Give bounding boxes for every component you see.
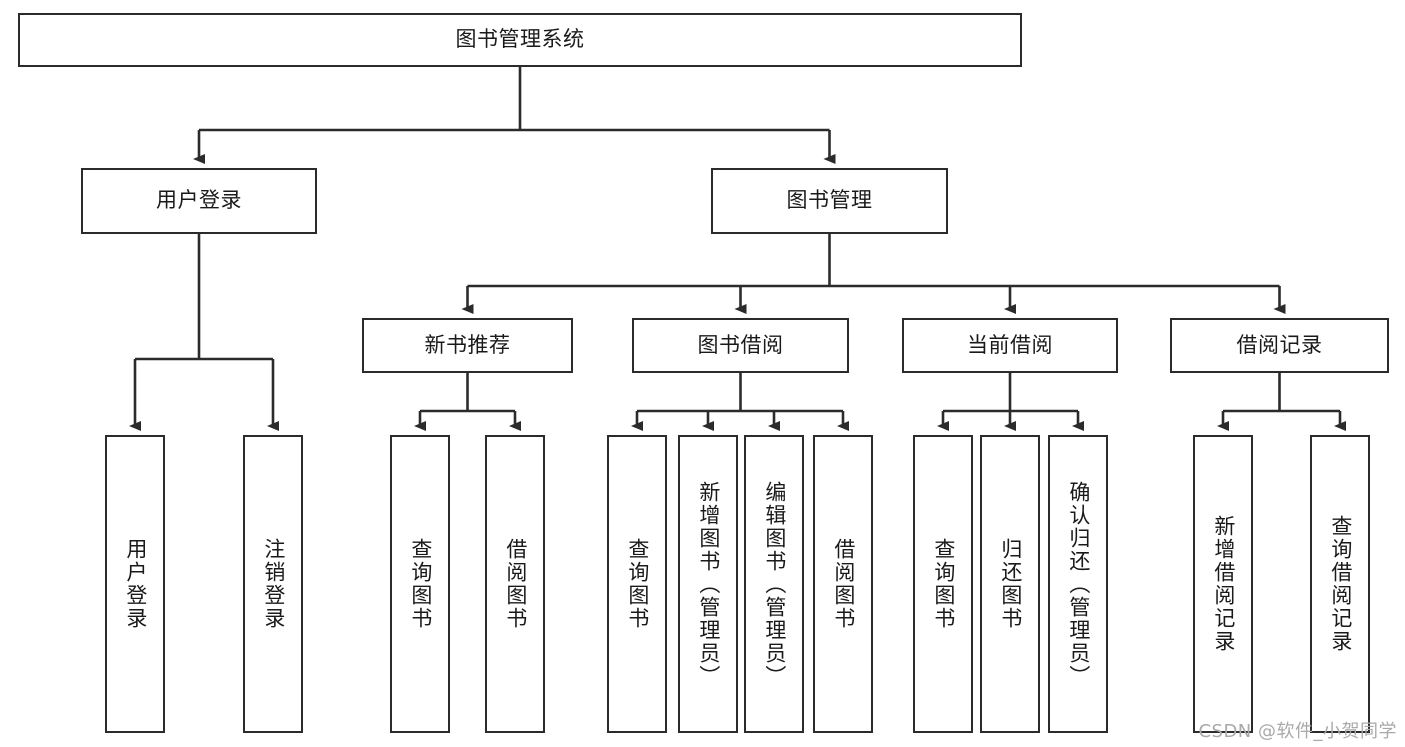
node-current-borrow[interactable]: 当前借阅	[902, 318, 1118, 373]
node-label: 借阅图书	[831, 538, 856, 630]
leaf-node-leaf-add-book[interactable]: 新增图书（管理员）	[678, 435, 738, 733]
leaf-node-leaf-add-record[interactable]: 新增借阅记录	[1193, 435, 1253, 733]
node-label: 注销登录	[261, 538, 286, 630]
node-label: 图书管理	[786, 188, 873, 213]
node-borrow-record[interactable]: 借阅记录	[1170, 318, 1389, 373]
node-new-book-recommend[interactable]: 新书推荐	[362, 318, 573, 373]
node-label: 归还图书	[998, 538, 1023, 630]
leaf-node-leaf-query-book-rec[interactable]: 查询图书	[390, 435, 450, 733]
leaf-node-leaf-query-book-cur[interactable]: 查询图书	[913, 435, 973, 733]
node-label: 新增借阅记录	[1211, 515, 1236, 653]
node-label: 图书管理系统	[455, 27, 585, 52]
node-label: 借阅图书	[503, 538, 528, 630]
node-root[interactable]: 图书管理系统	[18, 13, 1022, 67]
leaf-node-leaf-logout[interactable]: 注销登录	[243, 435, 303, 733]
node-label: 查询图书	[625, 538, 650, 630]
leaf-node-leaf-edit-book[interactable]: 编辑图书（管理员）	[744, 435, 804, 733]
leaf-node-leaf-query-record[interactable]: 查询借阅记录	[1310, 435, 1370, 733]
node-user-login[interactable]: 用户登录	[81, 168, 317, 234]
node-label: 查询图书	[408, 538, 433, 630]
node-label: 图书借阅	[697, 332, 784, 357]
leaf-node-leaf-borrow-book-bor[interactable]: 借阅图书	[813, 435, 873, 733]
node-book-manage[interactable]: 图书管理	[711, 168, 948, 234]
node-label: 当前借阅	[967, 332, 1053, 357]
node-book-borrow[interactable]: 图书借阅	[632, 318, 849, 373]
node-label: 新增图书（管理员）	[696, 480, 721, 688]
leaf-node-leaf-query-book-bor[interactable]: 查询图书	[607, 435, 667, 733]
leaf-node-leaf-confirm-return[interactable]: 确认归还（管理员）	[1048, 435, 1108, 733]
node-label: 确认归还（管理员）	[1066, 480, 1091, 688]
leaf-node-leaf-borrow-book-rec[interactable]: 借阅图书	[485, 435, 545, 733]
node-label: 编辑图书（管理员）	[762, 480, 787, 688]
csdn-watermark: CSDN @软件_小贺同学	[1198, 721, 1397, 742]
node-label: 用户登录	[123, 538, 148, 630]
node-label: 新书推荐	[424, 332, 511, 357]
node-label: 查询图书	[931, 538, 956, 630]
node-label: 借阅记录	[1236, 332, 1323, 357]
node-label: 查询借阅记录	[1328, 515, 1353, 653]
leaf-node-leaf-user-login[interactable]: 用户登录	[105, 435, 165, 733]
leaf-node-leaf-return-book[interactable]: 归还图书	[980, 435, 1040, 733]
node-label: 用户登录	[156, 188, 242, 213]
